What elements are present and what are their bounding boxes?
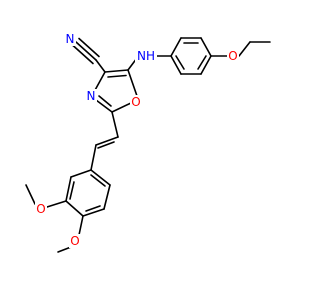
oxazole-c4-c5-bond-inner — [107, 74, 127, 78]
aryl-bond-6 — [90, 169, 111, 186]
amine-nh: NH — [135, 49, 157, 63]
nitrile-to-ring-bond — [95, 59, 106, 73]
nitrile-n-label: N — [66, 32, 75, 46]
aryl-double-2 — [85, 205, 101, 212]
ether-oxygen: O — [227, 49, 239, 63]
ether-o-label: O — [228, 49, 237, 63]
methoxy-oxygen-2: O — [69, 234, 81, 248]
phenyl-bond-3 — [200, 37, 212, 57]
phenyl-bond-6 — [170, 55, 182, 75]
aryl-double-1 — [69, 181, 75, 200]
oxazole-o-c2-bond — [111, 102, 132, 113]
oxazole-c2-n-bond-inner — [98, 95, 112, 107]
aryl-bond-3 — [65, 200, 84, 217]
phenyl-bond-1 — [170, 37, 182, 57]
oxazole-n-c4-bond — [93, 71, 106, 93]
amine-nh-label: NH — [137, 49, 155, 63]
c2-to-vinyl-bond — [111, 111, 119, 138]
nitrile-nitrogen: N — [64, 32, 76, 46]
methoxy-oxygen-1: O — [35, 202, 47, 216]
ether-o-to-ch2-bond — [238, 41, 251, 57]
oxazole-c4-c5-bond — [104, 69, 129, 73]
oxazole-c5-o-bond — [127, 69, 138, 97]
molecule-structure: N NH O N O O O — [25, 32, 271, 253]
aryl-to-methoxy-o-2-bond — [78, 215, 84, 236]
nitrile-triple-bond-1 — [75, 41, 97, 61]
methoxy-o-2-label: O — [70, 234, 79, 248]
ring-o-label: O — [131, 95, 140, 109]
aryl-to-methoxy-o-1-bond — [46, 200, 67, 208]
aryl-double-3 — [90, 174, 106, 187]
oxazole-c2-n-bond — [95, 99, 113, 113]
vinyl-double-bond-inner — [97, 141, 115, 149]
methoxy-o-1-to-ch3-bond — [25, 184, 36, 205]
oxazole-oxygen: O — [130, 95, 142, 109]
phenyl-double-2 — [197, 55, 207, 70]
oxazole-nitrogen: N — [85, 89, 97, 103]
aryl-bond-2 — [65, 176, 72, 202]
ring-n-label: N — [87, 89, 96, 103]
vinyl-to-aryl-bond — [90, 144, 97, 171]
bond-layer — [25, 37, 271, 253]
phenyl-bond-4 — [200, 55, 212, 75]
methoxy-o-2-to-ch3-bond — [57, 246, 72, 253]
aryl-bond-5 — [103, 184, 111, 210]
methoxy-o-1-label: O — [36, 202, 45, 216]
vinyl-double-bond — [95, 136, 119, 146]
nitrile-triple-bond-2 — [78, 37, 100, 58]
nitrile-triple-bond-3 — [72, 44, 94, 65]
atom-label-layer: N NH O N O O O — [35, 32, 239, 248]
phenyl-double-3 — [175, 55, 185, 70]
aryl-bond-4 — [82, 208, 105, 217]
aryl-bond-1 — [70, 169, 92, 178]
